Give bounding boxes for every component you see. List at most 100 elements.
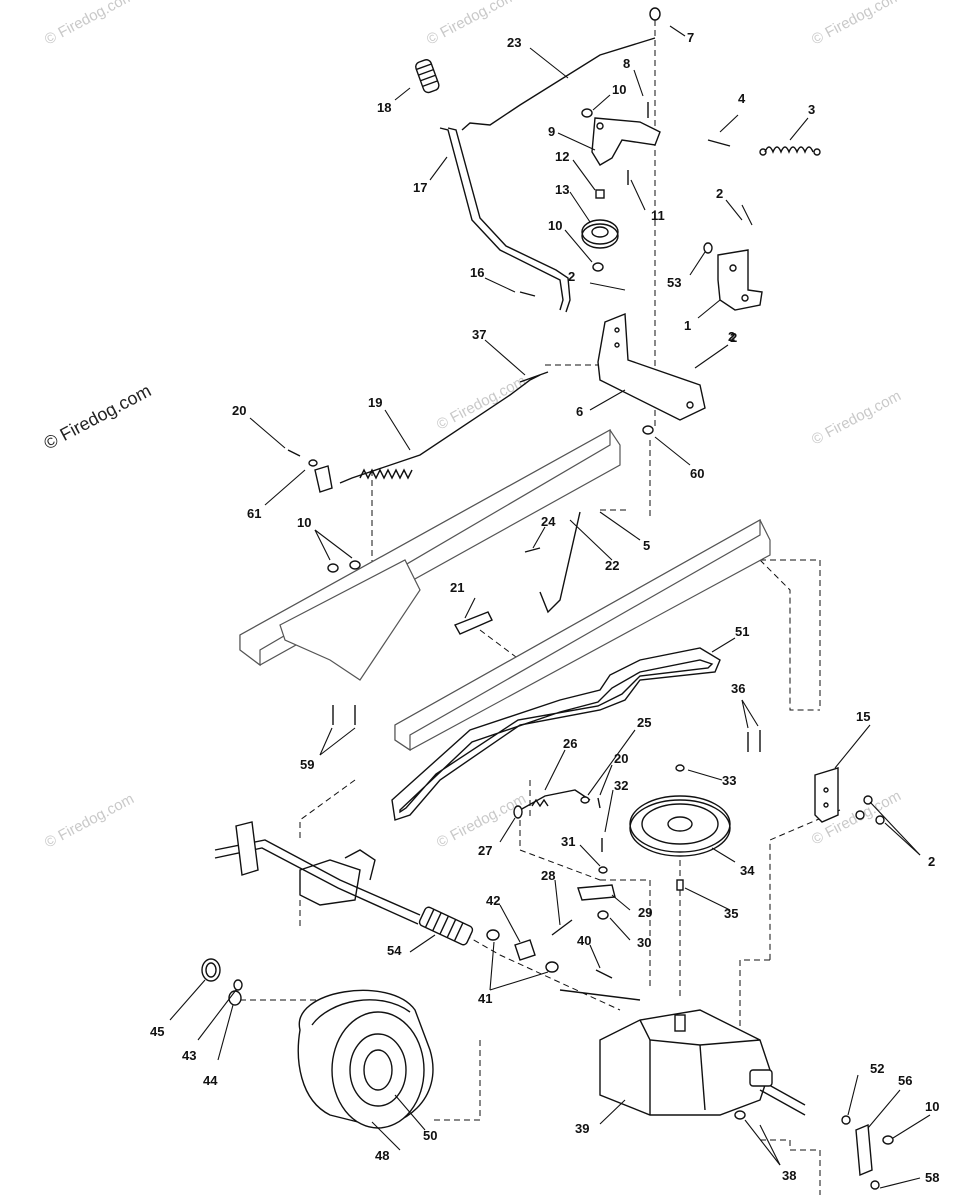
callout: 33 [722,773,736,788]
callout: 30 [637,935,651,950]
callout: 20 [614,751,628,766]
rod-4 [707,139,731,147]
callout: 41 [478,991,492,1006]
bracket-6 [597,312,706,421]
rod-22 [539,511,581,614]
callout: 2 [928,854,935,869]
callout: 54 [387,943,402,958]
callout: 11 [651,208,665,223]
wheel-hub-50 [349,1033,407,1107]
callout: 6 [576,404,583,419]
bracket-1 [717,249,763,311]
transaxle-39 [559,989,806,1120]
callout: 34 [740,863,755,878]
callout: 13 [555,182,569,197]
callout: 21 [450,580,464,595]
callout: 18 [377,100,391,115]
watermarks: © Firedog.com © Firedog.com © Firedog.co… [40,0,903,852]
callout: 8 [623,56,630,71]
nut-10d [349,560,361,570]
cap-45 [201,958,221,982]
callout: 27 [478,843,492,858]
callout: 10 [925,1099,939,1114]
belt-51 [391,647,721,821]
callout: 56 [898,1073,912,1088]
watermark: © Firedog.com [42,0,137,49]
rod-23 [461,37,656,131]
lever-rod-17 [439,127,564,311]
callout: 7 [687,30,694,45]
key-35 [676,879,684,891]
callout: 26 [563,736,577,751]
spring-19 [359,468,413,480]
axle-hardware [201,929,559,1006]
callout: 38 [782,1168,796,1183]
callout: 2 [568,269,575,284]
washer-44 [228,990,242,1006]
callout: 23 [507,35,521,50]
callout: 5 [643,538,650,553]
wheel-48 [297,989,434,1129]
spring-26 [531,798,549,808]
callout: 58 [925,1170,939,1185]
callout: 59 [300,757,314,772]
spring-3 [759,146,821,156]
washer-41b [545,961,559,973]
callouts: 7 23 8 10 4 3 18 9 12 13 10 11 17 2 2 53… [150,30,939,1185]
callout: 52 [870,1061,884,1076]
watermark: © Firedog.com [809,0,904,49]
callout: 12 [555,149,569,164]
frame-rails [239,428,771,752]
callout: 16 [470,265,484,280]
callout: 28 [541,868,555,883]
bracket-9 [591,117,661,166]
callout: 25 [637,715,651,730]
callout: 36 [731,681,745,696]
watermark: © Firedog.com [40,380,154,453]
callout: 45 [150,1024,164,1039]
nut-7 [649,7,661,21]
callout: 35 [724,906,738,921]
pin-40 [595,969,613,979]
callout: 31 [561,834,575,849]
upper-linkage [287,7,821,493]
callout: 15 [856,709,870,724]
bracket-56 [855,1123,873,1177]
washer-31 [598,866,608,874]
fitting-27 [513,805,523,819]
callout: 10 [548,218,562,233]
callout: 51 [735,624,749,639]
cable-26 [519,789,591,811]
pin-28 [551,919,573,936]
callout: 39 [575,1121,589,1136]
callout: 44 [203,1073,218,1088]
callout: 10 [297,515,311,530]
bolt-2b [855,810,865,820]
pulley-34 [629,795,731,857]
washer-38 [734,1110,746,1120]
callout: 60 [690,466,704,481]
callout: 2 [716,186,723,201]
nut-10e [882,1135,894,1145]
callout: 43 [182,1048,196,1063]
callout: 9 [548,124,555,139]
callout: 53 [667,275,681,290]
pulley-13 [581,219,619,249]
washer-25 [580,796,590,804]
bracket-15 [814,767,839,823]
watermark: © Firedog.com [434,372,529,433]
key-33 [675,764,685,772]
callout: 24 [541,514,556,529]
callout: 48 [375,1148,389,1163]
nut-10 [592,262,604,272]
watermark: © Firedog.com [424,0,519,49]
callout: 61 [247,506,261,521]
mid-parts [513,730,885,979]
callout: 2 [728,329,735,344]
pedal-shaft-assembly [214,821,474,946]
grip-18 [415,59,440,94]
callout: 3 [808,102,815,117]
bolt-52 [841,1115,851,1125]
cable-end-37 [519,371,549,383]
